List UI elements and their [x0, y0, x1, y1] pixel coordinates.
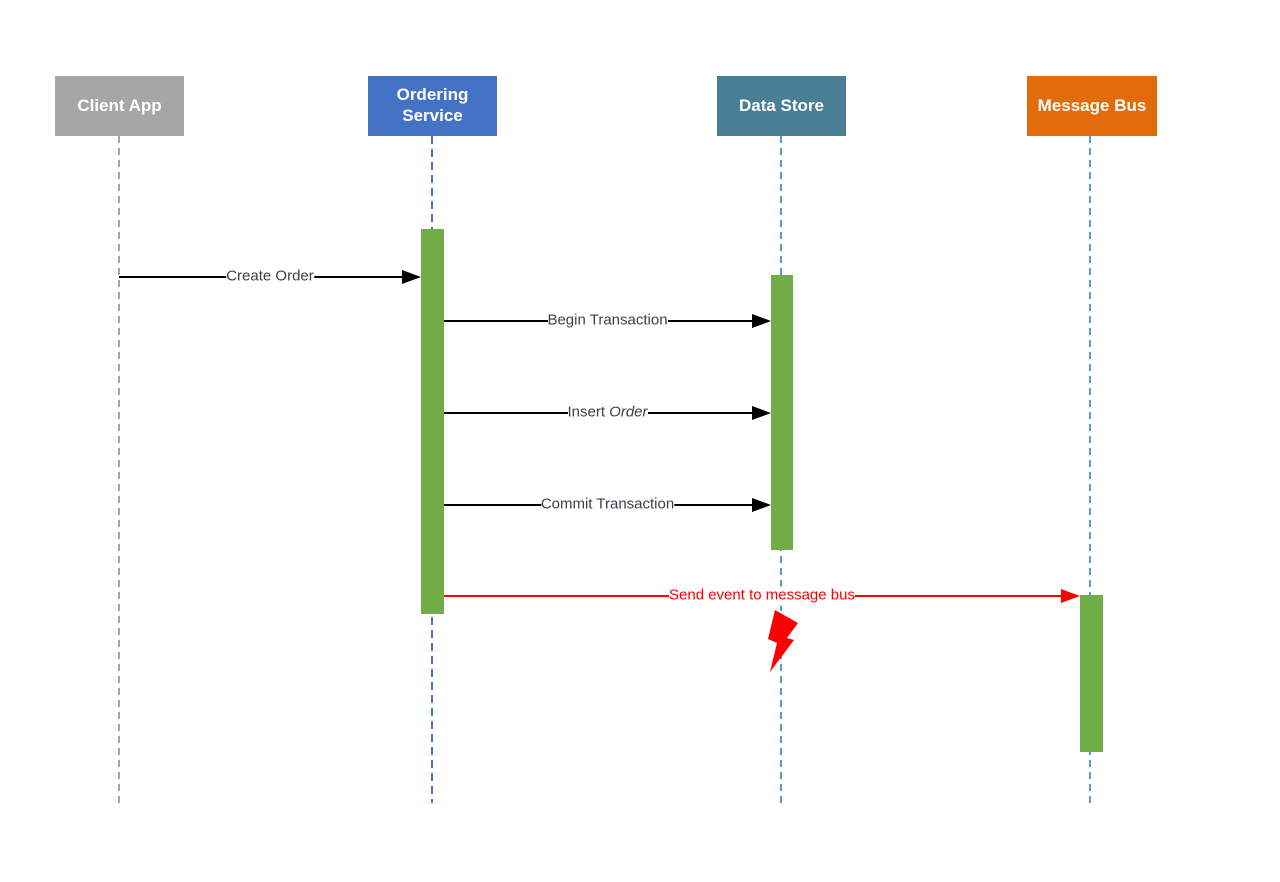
lifeline-client-app [118, 136, 120, 803]
message-label-plain: Insert [567, 403, 610, 421]
actor-box-message-bus: Message Bus [1027, 76, 1157, 136]
actor-label: Data Store [738, 95, 825, 115]
lightning-bolt-icon [768, 610, 798, 672]
message-begin-transaction: Begin Transaction [444, 310, 771, 332]
arrowhead-icon [752, 406, 771, 420]
actor-box-client-app: Client App [55, 76, 184, 136]
actor-label: Message Bus [1037, 95, 1147, 115]
message-label: Create Order [226, 267, 314, 287]
message-label: Send event to message bus [669, 586, 855, 606]
lifeline-message-bus [1089, 136, 1091, 803]
message-send-event-to-message-bus: Send event to message bus [444, 585, 1080, 607]
activation-bar-data-store [771, 275, 793, 550]
arrowhead-icon [752, 314, 771, 328]
message-label: Commit Transaction [540, 495, 675, 515]
actor-box-ordering-service: Ordering Service [368, 76, 497, 136]
activation-bar-message-bus [1080, 595, 1103, 752]
message-label: Insert Order [567, 403, 648, 423]
actor-box-data-store: Data Store [717, 76, 846, 136]
message-create-order: Create Order [119, 266, 421, 288]
arrowhead-icon [1061, 589, 1080, 603]
message-commit-transaction: Commit Transaction [444, 494, 771, 516]
message-label: Begin Transaction [547, 311, 668, 331]
actor-label: Client App [77, 95, 162, 115]
arrowhead-icon [402, 270, 421, 284]
arrowhead-icon [752, 498, 771, 512]
message-insert-order: Insert Order [444, 402, 771, 424]
actor-label: Ordering Service [396, 85, 469, 125]
activation-bar-ordering-service [421, 229, 444, 614]
message-label-italic: Order [609, 403, 648, 421]
